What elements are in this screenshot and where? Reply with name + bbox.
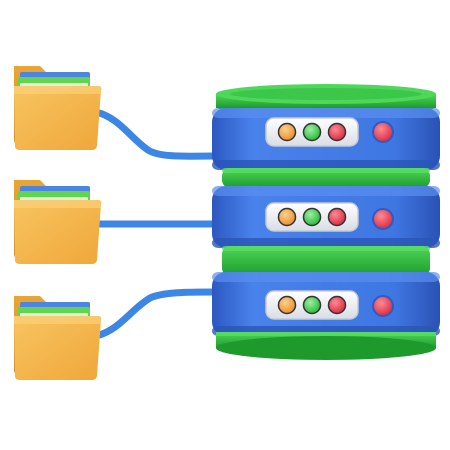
status-led-green-icon: [302, 295, 322, 315]
status-led-red-icon: [327, 295, 347, 315]
status-led-orange-icon: [277, 295, 297, 315]
server-panel-top: [265, 117, 394, 147]
folder-icon: [14, 66, 102, 150]
status-led-red-icon: [327, 207, 347, 227]
status-led-green-icon: [302, 207, 322, 227]
status-led-orange-icon: [277, 207, 297, 227]
status-led-green-icon: [302, 122, 322, 142]
server-top-cap: [216, 84, 436, 118]
server-panel-middle: [265, 202, 394, 232]
server-bottom-base: [216, 332, 436, 360]
cable-top: [92, 108, 218, 160]
cable-bottom: [92, 288, 218, 340]
power-button-icon: [372, 208, 394, 230]
power-button-icon: [372, 295, 394, 317]
status-led-red-icon: [327, 122, 347, 142]
folder-bottom: [14, 296, 102, 380]
folder-middle: [14, 180, 102, 264]
folders-group: [14, 66, 102, 380]
server-stack: [212, 84, 440, 360]
server-ring-1: [222, 168, 430, 188]
connection-cables: [92, 108, 218, 340]
power-button-icon: [372, 121, 394, 143]
status-led-orange-icon: [277, 122, 297, 142]
server-panel-bottom: [265, 290, 394, 320]
server-ring-2: [222, 246, 430, 276]
